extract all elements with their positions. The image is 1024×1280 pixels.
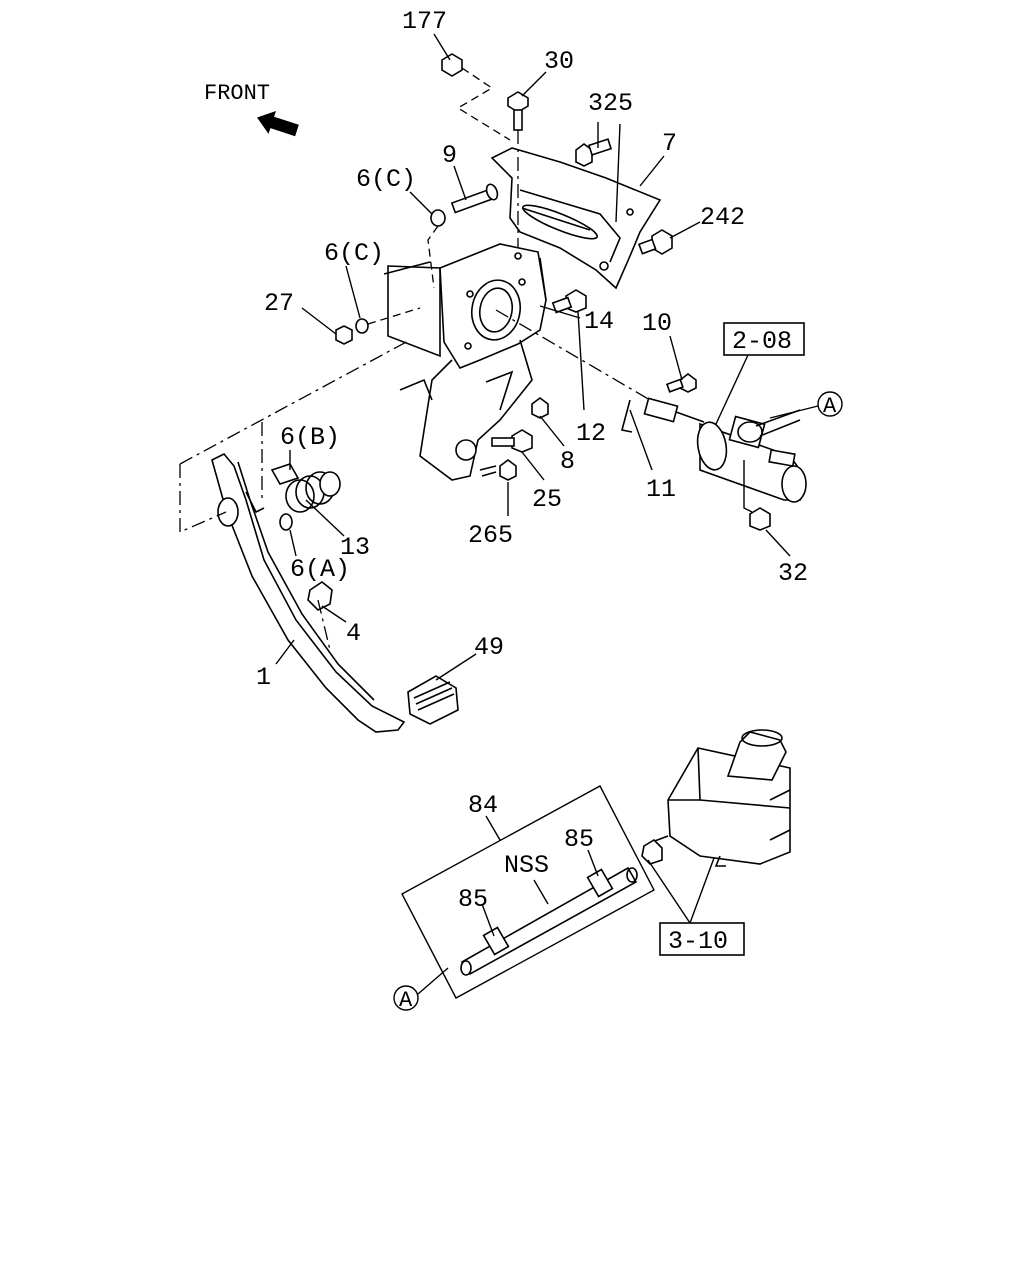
callout-177: 177 (402, 7, 447, 36)
leader-lines (275, 33, 791, 937)
pedal-pad-49 (407, 675, 459, 725)
nut-32 (749, 507, 771, 531)
front-arrow-icon (257, 111, 299, 137)
ref-label-3-10: 3-10 (668, 927, 728, 956)
return-spring-13 (285, 471, 341, 513)
bolt-12 (551, 289, 587, 314)
callout-6a: 6(A) (290, 555, 350, 584)
bolt-10 (665, 373, 697, 393)
bolt-30 (507, 91, 529, 131)
clutch-pedal-arm (211, 453, 406, 733)
callout-13: 13 (340, 533, 370, 562)
nut-8 (531, 397, 549, 419)
callout-25: 25 (532, 485, 562, 514)
front-label: FRONT (204, 81, 270, 106)
clutch-master-cylinder (696, 409, 807, 503)
callout-85-upper: 85 (564, 825, 594, 854)
bolt-25 (491, 429, 533, 453)
callout-14: 14 (584, 307, 614, 336)
nut-177 (441, 53, 463, 77)
callout-242: 242 (700, 203, 745, 232)
callout-6b: 6(B) (280, 423, 340, 452)
connector-a-bottom (393, 985, 419, 1011)
pin-9 (450, 183, 499, 214)
callout-nss: NSS (504, 851, 549, 880)
nut-27 (335, 325, 353, 345)
bushing-6a (279, 513, 293, 531)
clip-4 (307, 581, 333, 611)
callout-49: 49 (474, 633, 504, 662)
callout-10: 10 (642, 309, 672, 338)
callout-325: 325 (588, 89, 633, 118)
callout-32: 32 (778, 559, 808, 588)
hose-assembly-84 (401, 785, 655, 999)
ref-box-2-08 (723, 322, 805, 356)
callout-6c-left: 6(C) (324, 239, 384, 268)
nut-265 (499, 459, 517, 481)
callout-9: 9 (442, 141, 457, 170)
bolt-242 (637, 229, 673, 255)
callout-84: 84 (468, 791, 498, 820)
clutch-fluid-reservoir (641, 729, 791, 867)
callout-11: 11 (646, 475, 676, 504)
callout-6c-upper: 6(C) (356, 165, 416, 194)
callout-1: 1 (256, 663, 271, 692)
bushing-6b (270, 463, 300, 485)
ref-label-2-08: 2-08 (732, 327, 792, 356)
callout-7: 7 (662, 129, 677, 158)
callout-265: 265 (468, 521, 513, 550)
connector-a-top-label: A (823, 394, 837, 419)
callout-12: 12 (576, 419, 606, 448)
callout-4: 4 (346, 619, 361, 648)
callout-8: 8 (560, 447, 575, 476)
ref-box-3-10 (659, 922, 745, 956)
bushing-6c-upper (430, 209, 446, 227)
pushrod-clevis (621, 397, 705, 433)
callout-27: 27 (264, 289, 294, 318)
bushing-6c-left (355, 318, 369, 334)
callout-30: 30 (544, 47, 574, 76)
connector-a-bottom-label: A (399, 988, 413, 1013)
callout-85-lower: 85 (458, 885, 488, 914)
bolt-325 (575, 138, 613, 167)
connector-a-top (817, 391, 843, 417)
